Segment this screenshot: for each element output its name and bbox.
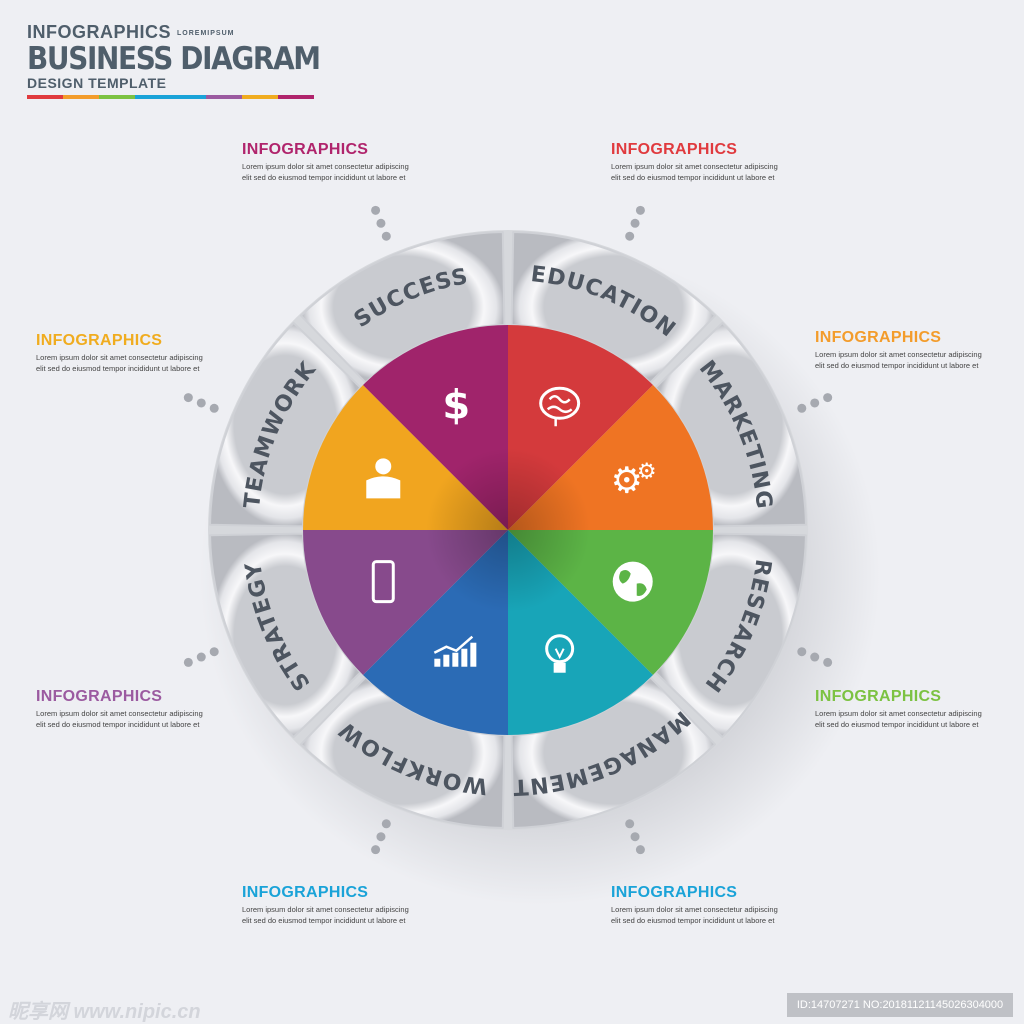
chart-icon [433,635,477,667]
info-title: INFOGRAPHICS [815,688,942,705]
connector-dot [635,845,645,855]
lightbulb-icon [545,634,575,673]
svg-text:⚙: ⚙ [637,459,657,484]
info-block: INFOGRAPHICS Lorem ipsum dolor sit amet c… [242,884,412,926]
connector-dot [810,398,820,408]
connector-dot [376,218,386,228]
info-block: INFOGRAPHICS Lorem ipsum dolor sit amet c… [36,688,206,730]
color-bar-segment [62,95,99,99]
color-bar-segment [278,95,314,99]
header-title: BUSINESS DIAGRAM [27,41,321,77]
info-text: Lorem ipsum dolor sit amet consectetur a… [611,162,778,182]
connector-dot [196,652,206,662]
info-text: Lorem ipsum dolor sit amet consectetur a… [815,350,982,370]
svg-text:$: $ [442,382,470,428]
person-icon [366,458,401,499]
connector-dot [797,403,807,413]
connector-dot [797,647,807,657]
info-text: Lorem ipsum dolor sit amet consectetur a… [242,905,409,925]
info-text: Lorem ipsum dolor sit amet consectetur a… [242,162,409,182]
info-block: INFOGRAPHICS Lorem ipsum dolor sit amet c… [815,329,985,371]
image-id-badge: ID:14707271 NO:20181121145026304000 [787,993,1013,1017]
connector-dot [183,393,193,403]
info-title: INFOGRAPHICS [611,141,738,158]
info-text: Lorem ipsum dolor sit amet consectetur a… [36,709,203,729]
info-title: INFOGRAPHICS [36,332,163,349]
info-title: INFOGRAPHICS [36,688,163,705]
gears-icon: ⚙⚙ [611,459,657,501]
connector-dot [371,845,381,855]
connector-dot [183,657,193,667]
info-title: INFOGRAPHICS [611,884,738,901]
info-block: INFOGRAPHICS Lorem ipsum dolor sit amet c… [611,884,781,926]
info-text: Lorem ipsum dolor sit amet consectetur a… [611,905,778,925]
watermark: 昵享网 www.nipic.cn [8,1001,201,1023]
center-shade [303,325,713,735]
dollar-icon: $ [442,382,470,428]
connector-dot [625,819,635,829]
connector-dot [209,403,219,413]
connector-dot [630,218,640,228]
connector-dot [376,832,386,842]
connector-dot [371,205,381,215]
color-bar-segment [98,95,135,99]
info-text: Lorem ipsum dolor sit amet consectetur a… [36,353,203,373]
connector-dot [635,205,645,215]
info-title: INFOGRAPHICS [242,884,369,901]
color-bar-segment [134,95,171,99]
connector-dot [381,819,391,829]
connector-dot [823,657,833,667]
svg-text:⚙: ⚙ [611,460,643,501]
slice-icons: ⚙⚙ $ [366,382,657,673]
info-title: INFOGRAPHICS [815,329,942,346]
header-subtitle: DESIGN TEMPLATE [27,75,167,91]
color-bar-segment [242,95,279,99]
info-title: INFOGRAPHICS [242,141,369,158]
connector-dot [630,832,640,842]
connector-dot [381,231,391,241]
brain-icon [539,386,581,427]
connector-dot [625,231,635,241]
connector-dot [810,652,820,662]
connector-dot [196,398,206,408]
info-block: INFOGRAPHICS Lorem ipsum dolor sit amet c… [611,141,781,183]
info-block: INFOGRAPHICS Lorem ipsum dolor sit amet c… [36,332,206,374]
connector-dot [823,393,833,403]
info-text: Lorem ipsum dolor sit amet consectetur a… [815,709,982,729]
color-bar-segment [27,95,63,99]
info-block: INFOGRAPHICS Lorem ipsum dolor sit amet c… [815,688,985,730]
info-block: INFOGRAPHICS Lorem ipsum dolor sit amet c… [242,141,412,183]
color-bar-segment [206,95,243,99]
connector-dot [209,647,219,657]
connector-dots [183,205,833,855]
color-bar [27,95,314,99]
phone-icon [371,560,395,604]
globe-icon [612,561,653,602]
color-bar-segment [170,95,207,99]
